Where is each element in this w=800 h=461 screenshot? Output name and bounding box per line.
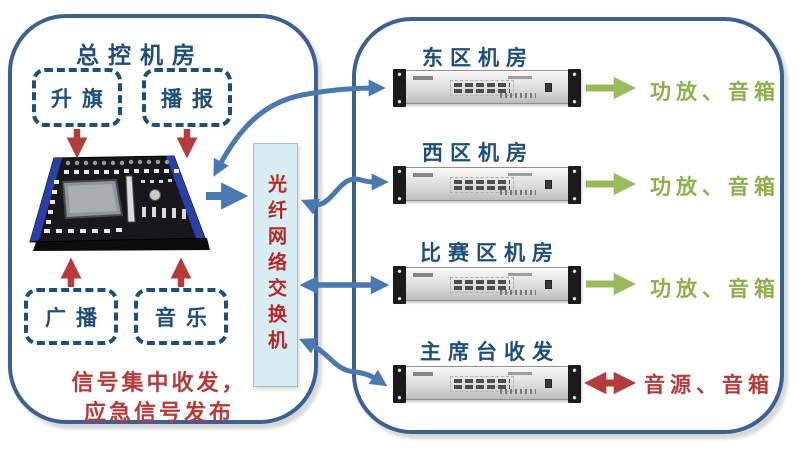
rack-connector-marks <box>500 93 536 98</box>
rack-label-strip <box>450 80 514 96</box>
rack-connector-marks <box>500 190 536 195</box>
room-title-east: 东区机房 <box>422 47 534 70</box>
rack-model-mark <box>508 372 532 375</box>
room-title-competition: 比赛区机房 <box>420 242 560 265</box>
note-line-1: 信号集中收发， <box>71 370 247 395</box>
fiber-switch-label: 光纤网络交换机 <box>265 174 286 356</box>
rack-model-mark <box>508 173 532 176</box>
rack-ear-icon <box>568 365 581 403</box>
note-text: 信号集中收发， 应急信号发布 <box>34 368 284 428</box>
console-center-fader <box>125 175 136 223</box>
room-title-west: 西区机房 <box>422 142 534 165</box>
source-box-broadcast-label: 广播 <box>45 306 107 330</box>
console-top-knobs <box>65 159 170 166</box>
rack-label-strip <box>450 277 514 293</box>
source-box-flag-raising: 升旗 <box>32 68 122 127</box>
source-box-music-label: 音乐 <box>155 306 217 330</box>
rack-brand-mark <box>413 372 433 376</box>
rack-unit-east <box>393 69 581 107</box>
console-right-rail <box>166 156 205 238</box>
rack-port-icon <box>545 280 552 289</box>
rack-port-icon <box>545 379 552 388</box>
rack-model-mark <box>508 76 532 79</box>
note-line-2: 应急信号发布 <box>83 400 234 425</box>
source-box-announce-label: 播报 <box>161 87 223 111</box>
rack-ear-icon <box>393 266 406 304</box>
source-box-flag-label: 升旗 <box>51 87 113 111</box>
source-box-music: 音乐 <box>134 288 228 345</box>
rack-ear-icon <box>393 365 406 403</box>
rack-ear-icon <box>568 166 581 204</box>
rack-ear-icon <box>393 166 406 204</box>
rack-unit-west <box>393 166 581 204</box>
console-fader-bank <box>141 179 186 219</box>
source-box-broadcast: 广播 <box>24 288 118 345</box>
console-left-rail <box>30 158 62 242</box>
rack-connector-marks <box>500 389 536 394</box>
console-screen-inner <box>68 184 117 213</box>
rack-unit-competition <box>393 266 581 304</box>
output-label-rostrum: 音源、音箱 <box>644 374 774 397</box>
mixing-console-icon <box>29 155 210 251</box>
rack-ear-icon <box>393 69 406 107</box>
rack-model-mark <box>508 273 532 276</box>
rack-ear-icon <box>568 69 581 107</box>
output-label-east: 功放、音箱 <box>650 81 780 104</box>
rack-brand-mark <box>413 173 433 177</box>
output-label-competition: 功放、音箱 <box>650 278 780 301</box>
rack-port-icon <box>545 180 552 189</box>
fiber-switch-box: 光纤网络交换机 <box>253 143 298 387</box>
console-button-rows <box>44 169 179 233</box>
rack-unit-rostrum <box>393 365 581 403</box>
console-main-knob <box>149 189 161 201</box>
output-label-west: 功放、音箱 <box>650 176 780 199</box>
rack-label-strip <box>450 376 514 392</box>
rack-port-icon <box>545 83 552 92</box>
source-box-announcement: 播报 <box>142 68 232 127</box>
zones-panel <box>352 17 784 434</box>
rack-brand-mark <box>413 76 433 80</box>
rack-brand-mark <box>413 273 433 277</box>
rack-connector-marks <box>500 290 536 295</box>
master-room-panel <box>8 14 318 424</box>
rack-ear-icon <box>568 266 581 304</box>
master-room-title: 总控机房 <box>76 42 204 68</box>
room-title-rostrum: 主席台收发 <box>420 341 560 364</box>
rack-label-strip <box>450 177 514 193</box>
